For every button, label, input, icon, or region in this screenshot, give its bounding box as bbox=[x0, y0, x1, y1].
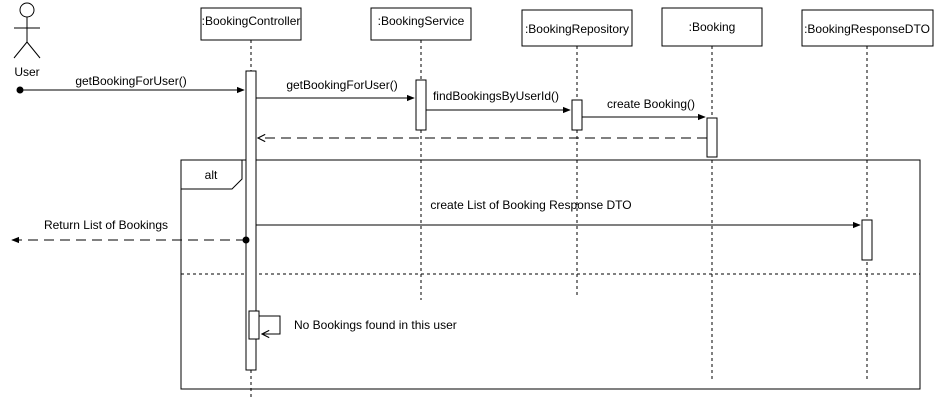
message-label-user-to-controller: getBookingForUser() bbox=[75, 74, 186, 88]
user-actor: User bbox=[13, 2, 41, 79]
message-controller-to-dto: create List of Booking Response DTO bbox=[256, 198, 861, 229]
lifeline-label-booking-repository: :BookingRepository bbox=[525, 22, 629, 36]
message-controller-to-service: getBookingForUser() bbox=[256, 78, 415, 102]
activation-self-call bbox=[248, 310, 260, 340]
lifeline-label-booking-service: :BookingService bbox=[378, 14, 465, 28]
message-label-self-call: No Bookings found in this user bbox=[294, 318, 457, 332]
message-controller-to-user: Return List of Bookings bbox=[11, 218, 250, 244]
lifeline-head-booking-controller: :BookingController bbox=[200, 7, 302, 41]
message-label-controller-to-dto: create List of Booking Response DTO bbox=[430, 198, 631, 212]
message-label-repository-to-booking: create Booking() bbox=[607, 97, 695, 111]
message-label-controller-to-service: getBookingForUser() bbox=[286, 78, 397, 92]
lifeline-head-booking-repository: :BookingRepository bbox=[521, 9, 633, 47]
alt-fragment-label: alt bbox=[205, 168, 218, 182]
message-repository-to-booking: create Booking() bbox=[582, 97, 706, 121]
alt-fragment: alt bbox=[180, 159, 921, 390]
activation-booking-response-dto bbox=[861, 219, 873, 261]
lifeline-head-booking: :Booking bbox=[661, 7, 763, 47]
activation-booking-repository bbox=[571, 99, 583, 131]
message-label-service-to-repository: findBookingsByUserId() bbox=[433, 89, 559, 103]
activation-booking-controller bbox=[245, 70, 257, 371]
message-user-to-controller: getBookingForUser() bbox=[16, 74, 245, 94]
lifeline-head-booking-response-dto: :BookingResponseDTO bbox=[801, 9, 934, 47]
message-label-controller-to-user: Return List of Bookings bbox=[44, 218, 168, 232]
lifeline-label-booking-response-dto: :BookingResponseDTO bbox=[804, 22, 930, 36]
message-self-call: No Bookings found in this user bbox=[259, 315, 457, 334]
user-actor-label: User bbox=[14, 65, 39, 79]
activation-booking-service bbox=[415, 79, 427, 131]
message-service-to-repository: findBookingsByUserId() bbox=[426, 89, 571, 114]
lifeline-label-booking: :Booking bbox=[689, 20, 736, 34]
lifeline-label-booking-controller: :BookingController bbox=[202, 14, 301, 28]
lifeline-head-booking-service: :BookingService bbox=[370, 7, 472, 41]
activation-booking bbox=[706, 117, 718, 158]
